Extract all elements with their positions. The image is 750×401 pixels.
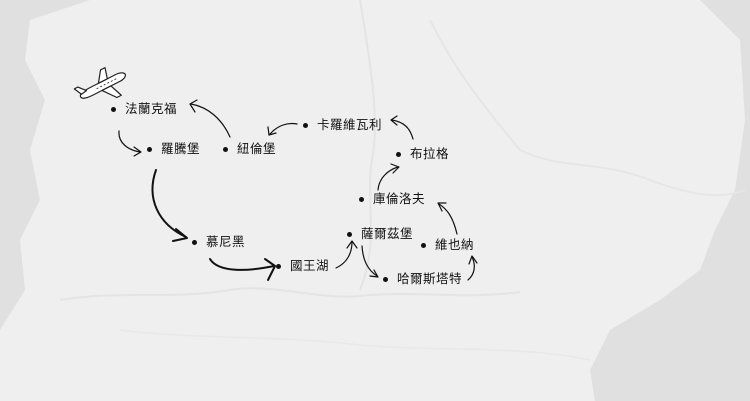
city-konigssee: 國王湖 xyxy=(276,258,330,273)
route-arrow-prague-karlovy xyxy=(391,119,414,140)
city-karlovy-vary: 卡羅維瓦利 xyxy=(303,117,383,132)
city-label: 羅騰堡 xyxy=(161,141,201,156)
city-hallstatt: 哈爾斯塔特 xyxy=(383,271,463,286)
border-line xyxy=(519,149,746,197)
arrowhead xyxy=(390,115,398,126)
route-arrow-hallstatt-vienna xyxy=(467,256,475,281)
city-dot xyxy=(421,242,426,248)
city-dot xyxy=(383,276,388,282)
city-label: 國王湖 xyxy=(290,258,330,273)
arrowhead xyxy=(390,163,400,174)
city-dot xyxy=(147,146,152,152)
border-line xyxy=(59,287,521,301)
city-dot xyxy=(111,106,116,112)
city-label: 哈爾斯塔特 xyxy=(397,271,463,286)
route-arrow-munich-konigssee xyxy=(209,258,275,271)
city-label: 法蘭克福 xyxy=(125,101,178,116)
city-dot xyxy=(303,122,308,128)
city-label: 紐倫堡 xyxy=(237,141,277,156)
arrowhead xyxy=(346,240,358,249)
arrowhead xyxy=(172,228,188,242)
city-rothenburg: 羅騰堡 xyxy=(147,141,201,156)
airplane-icon xyxy=(73,67,126,99)
city-vienna: 維也納 xyxy=(421,237,475,252)
city-dot xyxy=(223,146,228,152)
city-label: 慕尼黑 xyxy=(206,234,246,249)
route-arrow-salzburg-hallstatt xyxy=(361,245,378,277)
arrowhead xyxy=(264,258,276,281)
arrowhead xyxy=(437,202,447,212)
route-arrow-karlovy-nuremberg xyxy=(269,122,298,135)
border-line xyxy=(429,19,521,151)
city-prague: 布拉格 xyxy=(396,146,450,161)
route-arrow-konigssee-salzburg xyxy=(335,241,353,269)
city-dot xyxy=(396,151,401,157)
arrowhead xyxy=(189,99,198,113)
city-dot xyxy=(359,196,364,202)
city-label: 維也納 xyxy=(435,237,475,252)
route-arrow-krumlov-prague xyxy=(377,166,399,191)
arrowhead xyxy=(369,269,379,278)
route-arrow-rothenburg-munich xyxy=(151,169,187,238)
city-salzburg: 薩爾茲堡 xyxy=(347,226,414,241)
city-dot xyxy=(347,231,352,237)
route-arrow-vienna-krumlov xyxy=(438,203,458,235)
border-line xyxy=(359,0,376,291)
city-munich: 慕尼黑 xyxy=(192,234,246,249)
city-frankfurt: 法蘭克福 xyxy=(111,101,178,116)
city-dot xyxy=(192,239,197,245)
city-label: 薩爾茲堡 xyxy=(361,226,414,241)
arrowhead xyxy=(468,255,478,265)
route-arrow-nuremberg-frankfurt xyxy=(190,103,231,138)
city-label: 卡羅維瓦利 xyxy=(317,117,383,132)
border-line xyxy=(119,329,591,361)
arrowhead xyxy=(133,146,142,157)
city-dot xyxy=(276,263,281,269)
city-nuremberg: 紐倫堡 xyxy=(223,141,277,156)
city-label: 布拉格 xyxy=(410,146,450,161)
route-arrow-frankfurt-rothenburg xyxy=(118,130,141,153)
arrowhead xyxy=(267,126,277,136)
city-cesky-krumlov: 庫倫洛夫 xyxy=(359,191,426,206)
city-label: 庫倫洛夫 xyxy=(373,191,426,206)
